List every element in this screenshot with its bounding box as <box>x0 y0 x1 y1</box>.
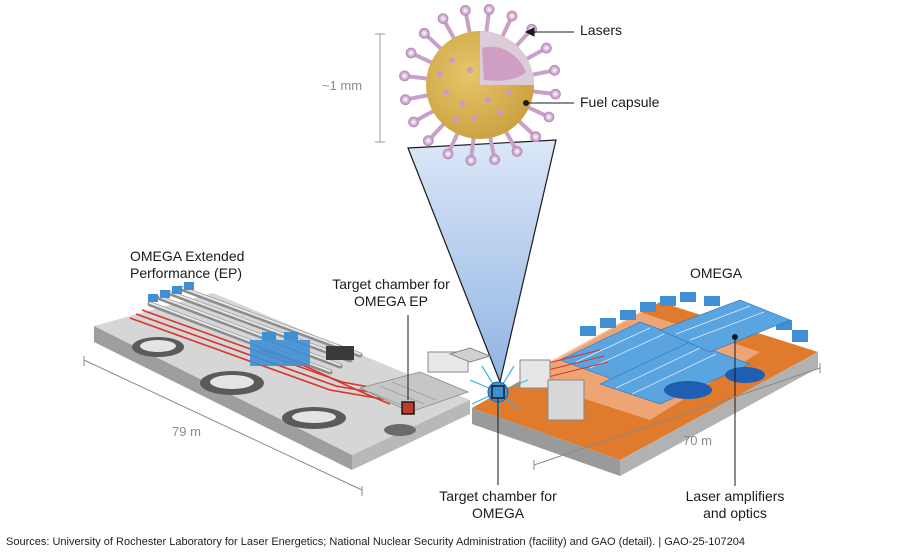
label-target-chamber-ep: Target chamber for OMEGA EP <box>322 276 460 310</box>
leader-lines <box>407 27 738 486</box>
laser-beam-tip <box>530 131 542 143</box>
label-laser-amplifiers: Laser amplifiers and optics <box>672 488 798 522</box>
laser-beam-tip <box>405 47 417 59</box>
capsule-impact-dot <box>471 115 477 121</box>
laser-beam-tip <box>422 135 434 147</box>
laser-beam-tip <box>408 116 420 128</box>
laser-beam-tip <box>437 13 449 25</box>
laser-beam-tip <box>459 5 471 16</box>
laser-beam-tip <box>489 154 501 165</box>
dimension-lines <box>83 356 821 496</box>
laser-beam-tip <box>399 70 410 82</box>
capsule-impact-dot <box>485 97 491 103</box>
laser-beam-tip <box>418 27 430 39</box>
capsule-impact-dot <box>459 101 465 107</box>
capsule-impact-dot <box>437 71 443 77</box>
laser-beam-tip <box>543 111 555 123</box>
label-omega-title: OMEGA <box>690 265 743 281</box>
amplifiers-line1: Laser amplifiers <box>685 488 785 504</box>
amplifiers-line2: and optics <box>703 505 767 521</box>
label-target-chamber-omega: Target chamber for OMEGA <box>430 488 566 522</box>
laser-beam-tip <box>506 10 518 22</box>
zoom-cone <box>407 139 557 385</box>
capsule-impact-dot <box>443 89 449 95</box>
capsule-impact-dot <box>453 117 459 123</box>
capsule-impact-dot <box>449 57 455 63</box>
target-chamber-omega-line1: Target chamber for <box>439 488 557 504</box>
laser-beam-tip <box>550 88 561 100</box>
omega-ep-title-line1: OMEGA Extended <box>130 248 245 264</box>
omega-ep-building <box>94 282 470 470</box>
label-lasers: Lasers <box>580 22 623 38</box>
fuel-capsule-illustration <box>399 4 561 166</box>
size-bracket <box>375 33 385 143</box>
capsule-impact-dot <box>467 67 473 73</box>
label-fuel-capsule: Fuel capsule <box>580 94 660 110</box>
label-dim-70: 70 m <box>683 433 712 448</box>
laser-beam-tip <box>465 155 477 166</box>
target-chamber-ep-line1: Target chamber for <box>332 276 450 292</box>
capsule-impact-dot <box>505 89 511 95</box>
source-note: Sources: University of Rochester Laborat… <box>6 536 745 548</box>
laser-beam-tip <box>511 145 523 157</box>
label-dim-79: 79 m <box>172 424 201 439</box>
laser-beam-tip <box>442 148 454 160</box>
laser-beam-tip <box>400 94 411 106</box>
label-omega-ep-title: OMEGA Extended Performance (EP) <box>130 248 244 282</box>
label-size: ~1 mm <box>322 78 363 93</box>
laser-beam-tip <box>549 64 560 76</box>
laser-beam-tip <box>540 42 552 54</box>
laser-beam-tip <box>483 4 495 15</box>
capsule-impact-dot <box>497 109 503 115</box>
target-chamber-omega-line2: OMEGA <box>471 505 525 521</box>
omega-ep-title-line2: Performance (EP) <box>130 265 243 281</box>
target-chamber-ep-line2: OMEGA EP <box>354 293 428 309</box>
omega-building <box>448 292 818 476</box>
